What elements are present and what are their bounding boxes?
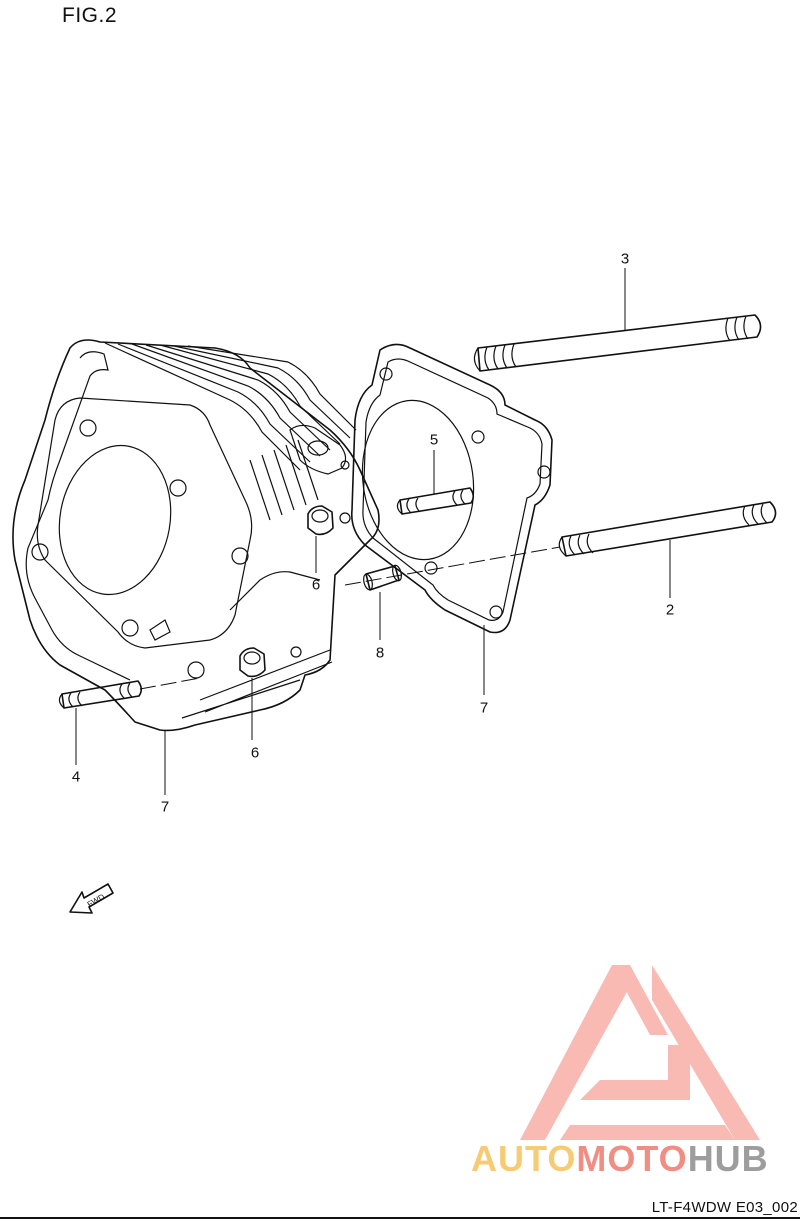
part-6-nut-lower <box>239 647 266 740</box>
callout-part-6-lower: 6 <box>250 744 260 762</box>
fwd-direction-arrow: FWD <box>69 883 114 914</box>
watermark-text: AUTOMOTOHUB <box>471 1138 769 1180</box>
callout-part-2: 2 <box>665 601 675 619</box>
part-2-stud-bolt <box>344 501 777 598</box>
callout-part-3: 3 <box>620 250 630 268</box>
callout-part-7-cylinder: 7 <box>160 798 170 816</box>
watermark-part-auto: AUTO <box>471 1138 577 1179</box>
drawing-code: LT-F4WDW E03_002 <box>651 1199 798 1216</box>
part-5-short-stud <box>396 450 475 515</box>
watermark-logo <box>520 965 760 1140</box>
cylinder-block <box>12 339 380 795</box>
watermark-part-moto: MOTO <box>576 1138 688 1179</box>
watermark-part-hub: HUB <box>687 1138 769 1179</box>
part-7-cylinder-gasket <box>350 343 553 695</box>
callout-part-6-upper: 6 <box>311 576 321 594</box>
part-4-short-stud <box>58 677 201 765</box>
callout-part-5: 5 <box>429 431 439 449</box>
part-8-dowel-pin <box>363 564 402 640</box>
callout-part-4: 4 <box>71 768 81 786</box>
part-3-stud-bolt <box>473 268 762 372</box>
callout-part-7-gasket: 7 <box>479 699 489 717</box>
figure-title: FIG.2 <box>62 4 118 27</box>
callout-part-8: 8 <box>375 644 385 662</box>
part-6-nut-upper <box>307 505 334 573</box>
